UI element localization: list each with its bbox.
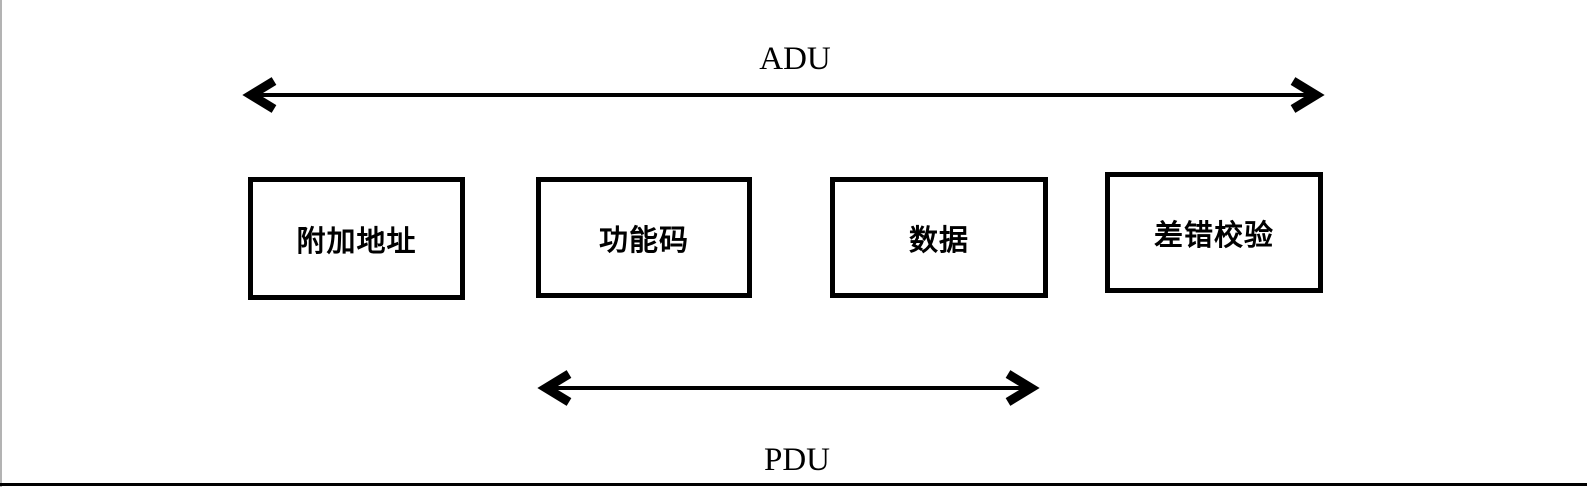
- box-function-code: 功能码: [536, 177, 752, 298]
- box-error-check: 差错校验: [1105, 172, 1323, 293]
- box-additional-address: 附加地址: [248, 177, 465, 300]
- page-bottom-rule: [0, 483, 1587, 486]
- box-function-code-label: 功能码: [598, 224, 689, 257]
- arrow-right-head-icon: [1290, 77, 1325, 113]
- arrow-left-head-icon: [242, 77, 277, 113]
- box-additional-address-label: 附加地址: [296, 225, 417, 258]
- arrow-right-head-icon: [1005, 370, 1040, 406]
- adu-label: ADU: [759, 41, 831, 77]
- adu-double-arrow-icon: [242, 77, 1325, 113]
- box-error-check-label: 差错校验: [1153, 219, 1274, 252]
- box-data: 数据: [830, 177, 1048, 298]
- box-data-label: 数据: [908, 224, 969, 257]
- pdu-label: PDU: [763, 442, 831, 478]
- page-left-edge-line: [0, 0, 2, 487]
- arrow-left-head-icon: [537, 370, 572, 406]
- pdu-double-arrow-icon: [537, 370, 1040, 406]
